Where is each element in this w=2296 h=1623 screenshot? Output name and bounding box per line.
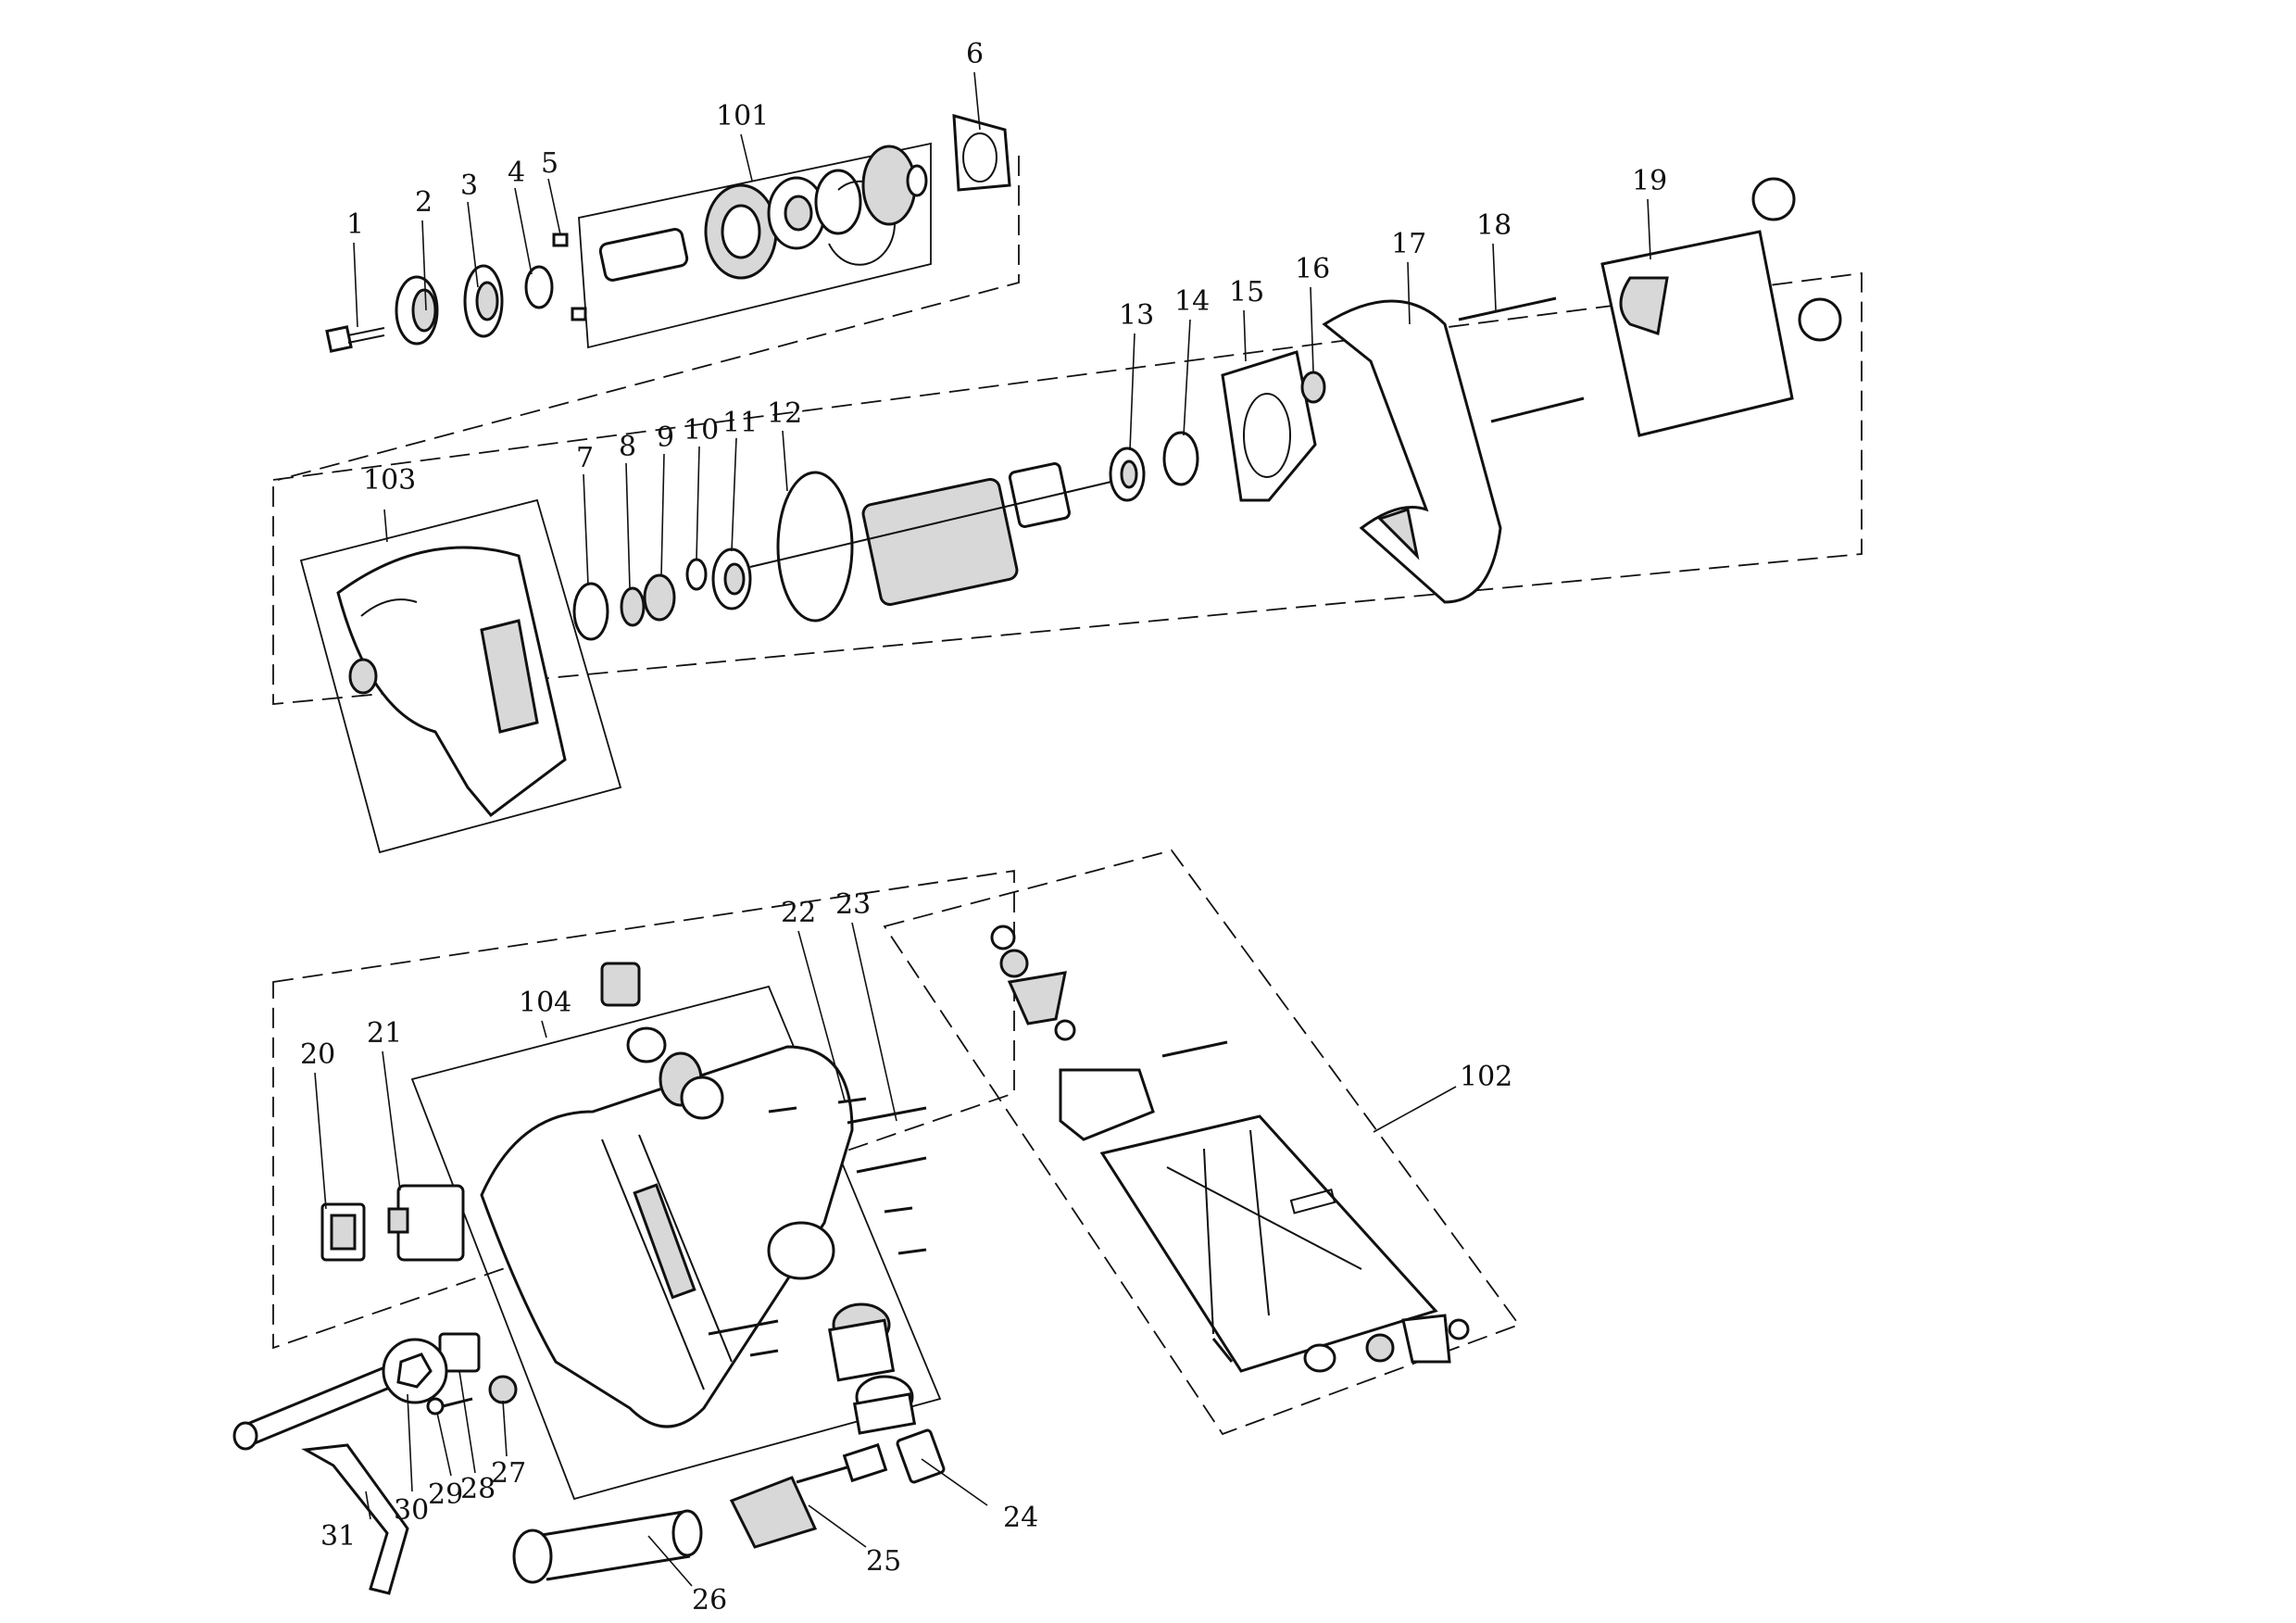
part-2-flange xyxy=(395,275,439,346)
label-11: 11 xyxy=(722,407,758,439)
label-14: 14 xyxy=(1174,285,1210,318)
label-16: 16 xyxy=(1295,253,1330,285)
part-6-gasket xyxy=(952,114,1011,192)
part-20-switch-cover xyxy=(320,1202,366,1262)
label-27: 27 xyxy=(491,1457,526,1490)
label-104: 104 xyxy=(519,987,571,1019)
part-23-screws xyxy=(708,1106,927,1357)
label-3: 3 xyxy=(460,170,478,202)
label-15: 15 xyxy=(1229,276,1264,308)
label-12: 12 xyxy=(767,397,802,430)
part-22-screw xyxy=(837,1097,867,1104)
part-15-baffle xyxy=(1221,350,1317,502)
part-21-switch xyxy=(387,1184,465,1262)
part-10-washer xyxy=(685,558,708,591)
label-9: 9 xyxy=(657,421,674,454)
part-3-bearing xyxy=(463,264,504,338)
label-23: 23 xyxy=(835,888,871,921)
part-17-handle-cover xyxy=(1322,299,1502,604)
assembly-103-gear-housing xyxy=(336,546,567,818)
label-2: 2 xyxy=(415,186,433,219)
label-28: 28 xyxy=(460,1473,496,1505)
part-5-screws xyxy=(552,233,587,321)
housing-top-parts xyxy=(600,962,724,1120)
part-18-screws xyxy=(1458,296,1585,423)
assembly-102-base-plate xyxy=(990,925,1470,1373)
label-29: 29 xyxy=(428,1478,463,1511)
part-24-brush-holder-parts xyxy=(828,1302,946,1484)
label-24: 24 xyxy=(1003,1502,1038,1534)
part-1-screw xyxy=(325,325,385,353)
part-30-wrench xyxy=(232,1338,448,1451)
assembly-104-motor-housing xyxy=(480,1045,854,1428)
part-13-bearing xyxy=(1109,447,1146,502)
subassembly-box-101 xyxy=(578,142,932,349)
part-4-washer xyxy=(524,265,554,309)
label-103: 103 xyxy=(363,464,416,497)
part-25-plug xyxy=(729,1442,888,1549)
part-29-screw xyxy=(426,1397,473,1415)
part-31-hex-key xyxy=(301,1443,409,1595)
label-19: 19 xyxy=(1632,165,1667,197)
group-outline-housing-assembly xyxy=(272,869,1015,1350)
label-5: 5 xyxy=(541,147,558,180)
label-7: 7 xyxy=(576,442,594,474)
group-outline-motor-assembly xyxy=(272,271,1863,705)
part-27-nut xyxy=(488,1375,518,1404)
part-9-pinion xyxy=(643,573,676,622)
subassembly-box-104 xyxy=(410,985,942,1501)
leader-lines xyxy=(314,71,1651,1587)
group-outline-base-assembly xyxy=(883,849,1521,1436)
assembly-101-gearbox xyxy=(598,145,928,282)
part-11-bearing xyxy=(711,547,752,610)
part-labels: 1 2 3 4 5 6 7 8 9 10 11 12 13 14 15 16 1… xyxy=(300,38,1667,1617)
label-30: 30 xyxy=(394,1494,429,1527)
label-13: 13 xyxy=(1119,299,1154,332)
label-25: 25 xyxy=(866,1545,901,1578)
label-20: 20 xyxy=(300,1038,335,1071)
label-8: 8 xyxy=(619,431,636,463)
label-22: 22 xyxy=(781,897,816,929)
label-17: 17 xyxy=(1391,228,1426,260)
part-12-armature xyxy=(749,462,1112,623)
label-101: 101 xyxy=(716,100,769,132)
label-31: 31 xyxy=(320,1520,356,1553)
part-7-ring xyxy=(572,582,609,641)
part-19-stator xyxy=(1600,177,1842,437)
label-21: 21 xyxy=(367,1017,402,1050)
part-16-collar xyxy=(1300,371,1326,404)
label-18: 18 xyxy=(1476,209,1512,242)
label-4: 4 xyxy=(508,157,525,189)
subassembly-box-103 xyxy=(299,498,622,854)
label-26: 26 xyxy=(692,1584,727,1617)
group-outline-top-assembly xyxy=(277,156,1020,481)
label-102: 102 xyxy=(1460,1061,1512,1093)
label-10: 10 xyxy=(684,414,719,447)
label-6: 6 xyxy=(966,38,984,70)
part-14-bearing-sleeve xyxy=(1162,431,1199,486)
label-1: 1 xyxy=(346,208,364,241)
part-26-cord-guard xyxy=(512,1509,703,1584)
part-8-nut xyxy=(620,586,646,627)
